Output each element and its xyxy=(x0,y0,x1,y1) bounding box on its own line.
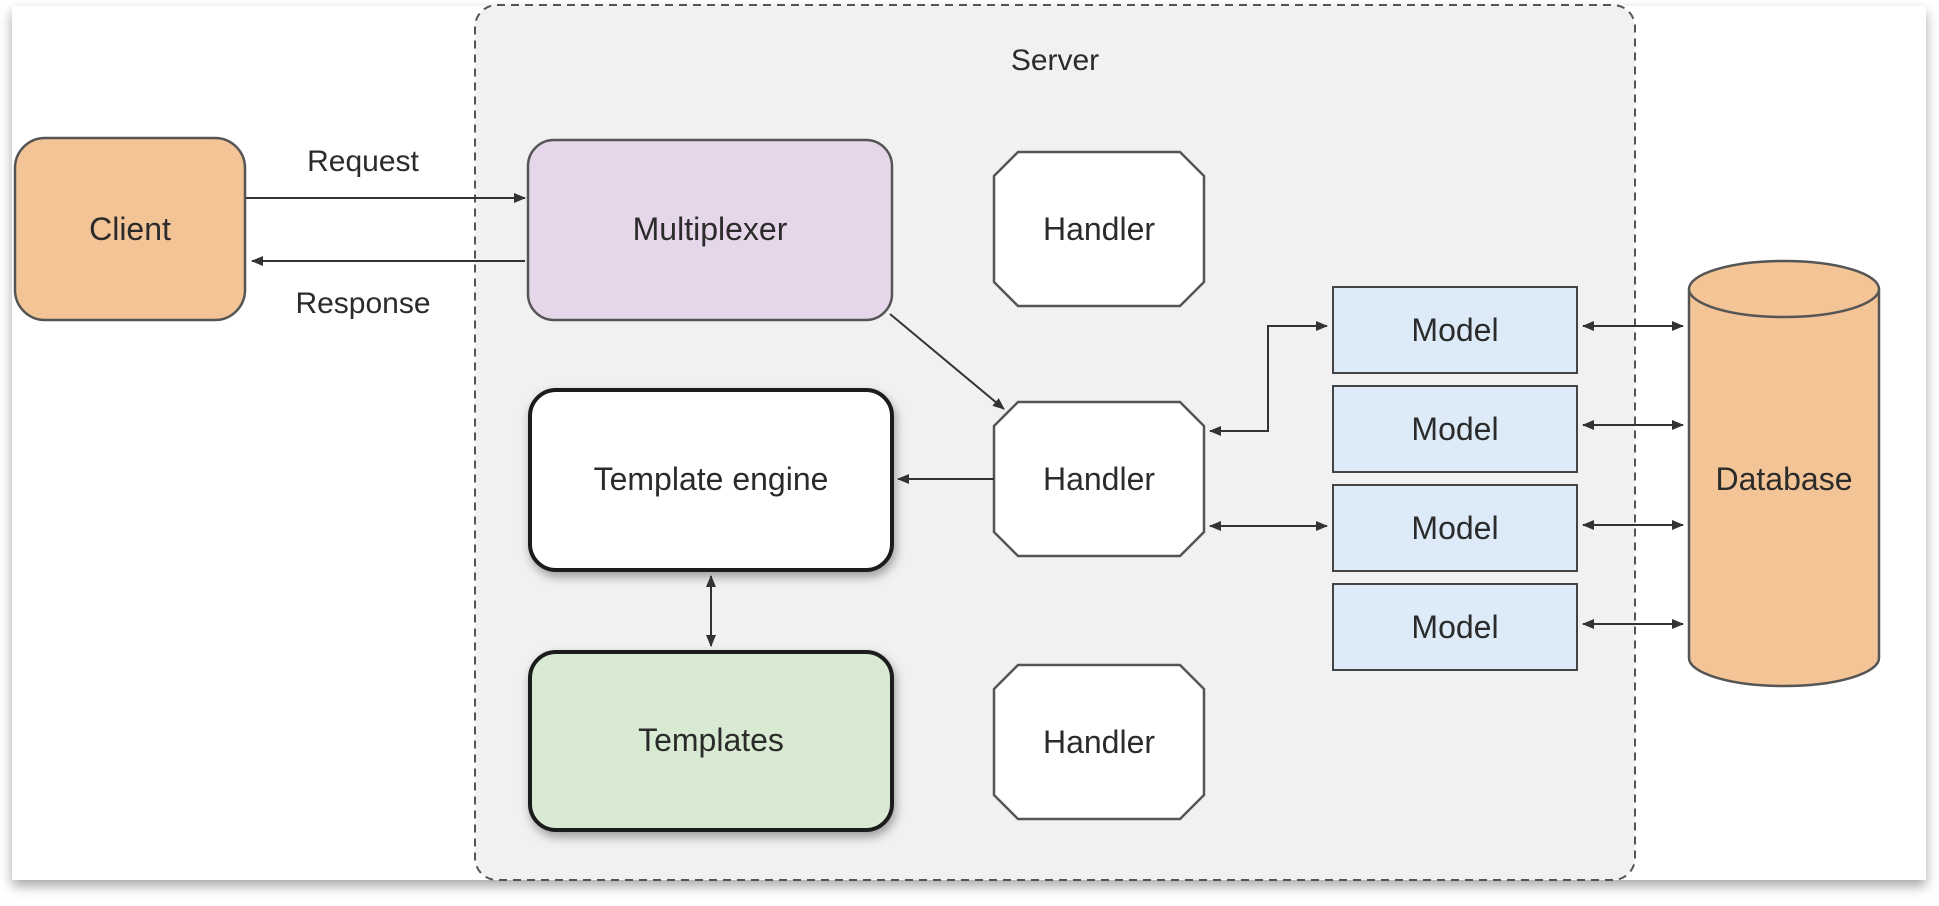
templates-node: Templates xyxy=(528,650,894,832)
templates-label: Templates xyxy=(638,722,784,758)
templates-box xyxy=(528,650,894,832)
model-2-node: Model xyxy=(1332,385,1578,473)
request-response-arrows: Request Response xyxy=(246,145,526,320)
model-2-label: Model xyxy=(1411,411,1498,447)
template-engine-label: Template engine xyxy=(594,461,829,497)
handler-middle-box xyxy=(992,400,1206,558)
model-4-box xyxy=(1332,583,1578,671)
handler-bottom-node: Handler xyxy=(992,663,1206,821)
database-body xyxy=(1687,289,1881,688)
model-3-label: Model xyxy=(1411,510,1498,546)
handler-middle-label: Handler xyxy=(1043,461,1155,497)
handler-bottom-box xyxy=(992,663,1206,821)
database-node: Database xyxy=(1687,259,1881,688)
template-engine-node: Template engine xyxy=(528,388,894,572)
model-1-box xyxy=(1332,286,1578,374)
model-4-node: Model xyxy=(1332,583,1578,671)
handler-top-label: Handler xyxy=(1043,211,1155,247)
model-1-label: Model xyxy=(1411,312,1498,348)
response-label: Response xyxy=(295,287,430,320)
model-4-label: Model xyxy=(1411,609,1498,645)
server-label: Server xyxy=(1011,44,1099,77)
request-label: Request xyxy=(307,145,419,178)
multiplexer-node: Multiplexer xyxy=(526,138,894,322)
template-engine-box xyxy=(528,388,894,572)
handler-top-node: Handler xyxy=(992,150,1206,308)
database-label: Database xyxy=(1716,461,1853,497)
handler-model-1-arrow xyxy=(1209,321,1328,436)
handler-top-box xyxy=(992,150,1206,308)
client-label: Client xyxy=(89,211,171,247)
handler-middle-node: Handler xyxy=(992,400,1206,558)
model-2-box xyxy=(1332,385,1578,473)
handler-bottom-label: Handler xyxy=(1043,724,1155,760)
model-1-node: Model xyxy=(1332,286,1578,374)
multiplexer-box xyxy=(526,138,894,322)
multiplexer-handler-arrow xyxy=(889,313,1005,410)
client-node: Client xyxy=(13,136,247,322)
model-3-node: Model xyxy=(1332,484,1578,572)
model-3-box xyxy=(1332,484,1578,572)
multiplexer-label: Multiplexer xyxy=(633,211,788,247)
client-box xyxy=(13,136,247,322)
database-top xyxy=(1687,259,1881,319)
